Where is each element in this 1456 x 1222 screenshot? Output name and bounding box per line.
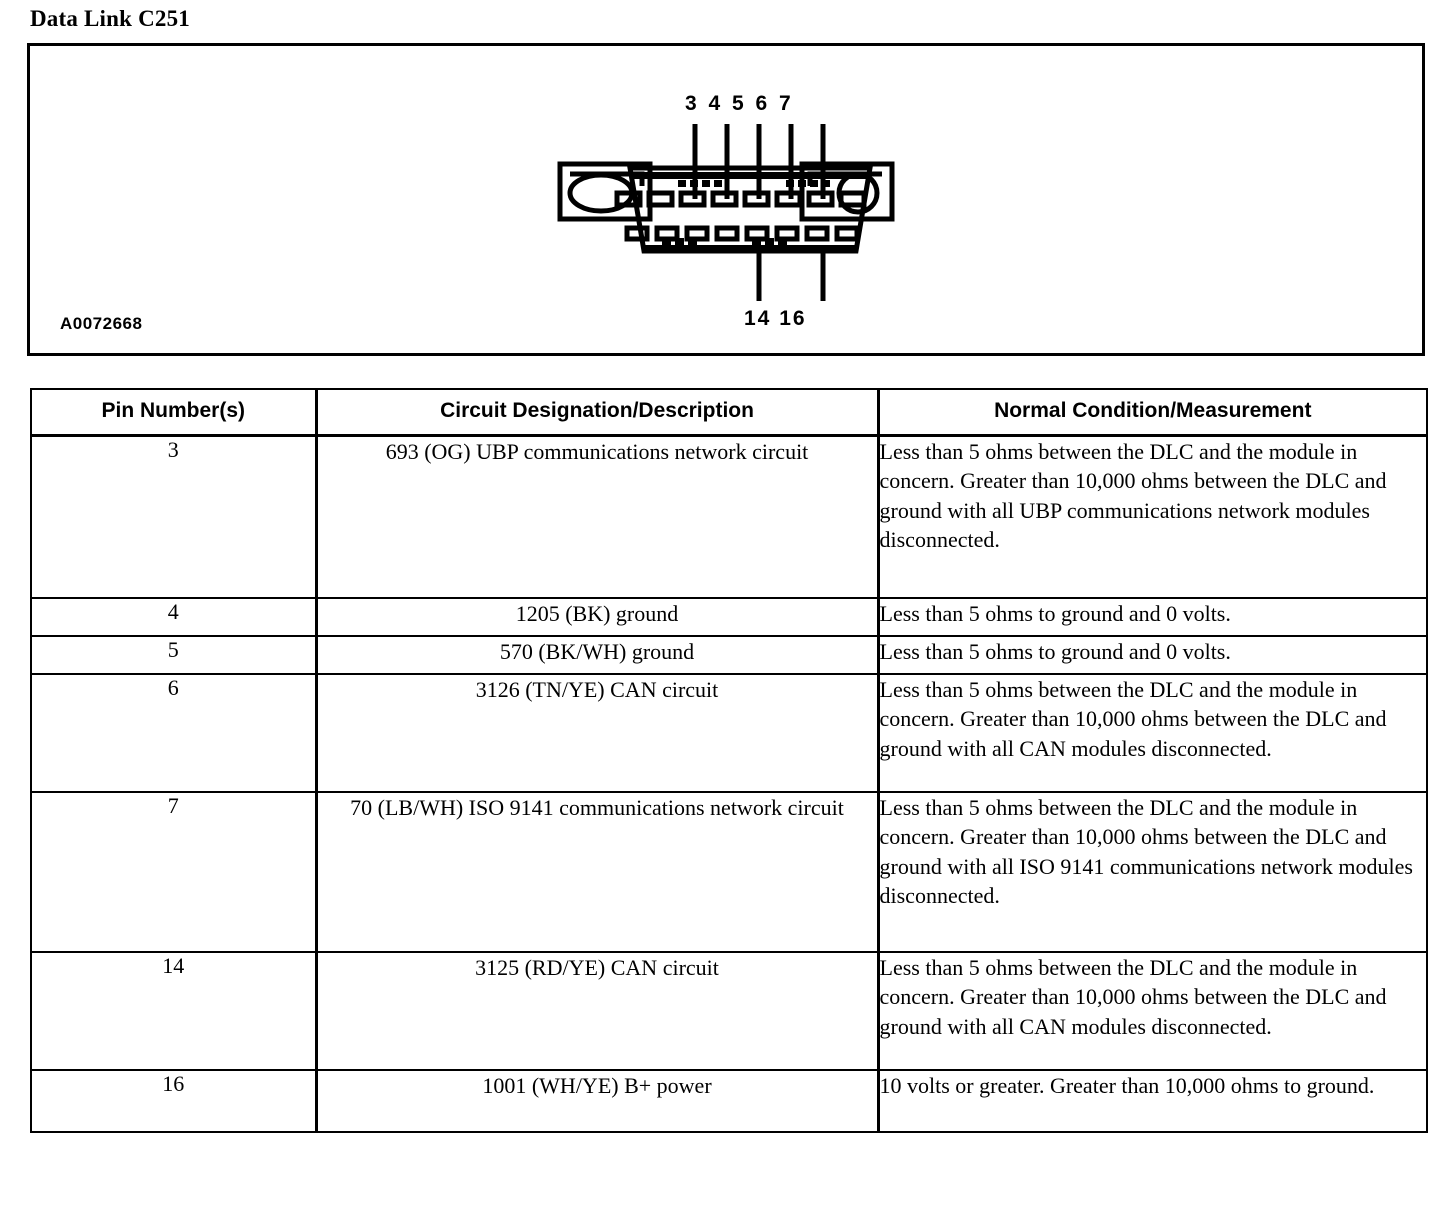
pin-specification-table: Pin Number(s) Circuit Designation/Descri… [30,388,1428,1133]
cell-circuit-description: 1001 (WH/YE) B+ power [315,1069,880,1133]
connector-bottom-pin-row [624,225,860,242]
table-header-row: Pin Number(s) Circuit Designation/Descri… [30,388,1428,437]
column-header-normal-condition: Normal Condition/Measurement [877,388,1428,437]
cell-pin-number: 4 [30,597,318,637]
connector-top-pin-row-extra [614,190,643,208]
cell-circuit-description: 70 (LB/WH) ISO 9141 communications netwo… [315,791,880,953]
cell-pin-number: 6 [30,673,318,793]
cell-normal-condition: Less than 5 ohms to ground and 0 volts. [877,597,1428,637]
cell-pin-number: 16 [30,1069,318,1133]
cell-normal-condition: Less than 5 ohms to ground and 0 volts. [877,635,1428,675]
top-pin-callout-labels: 3 4 5 6 7 [685,92,794,115]
cell-normal-condition: Less than 5 ohms between the DLC and the… [877,791,1428,953]
figure-id-label: A0072668 [60,314,143,333]
cell-normal-condition: Less than 5 ohms between the DLC and the… [877,434,1428,599]
cell-normal-condition: 10 volts or greater. Greater than 10,000… [877,1069,1428,1133]
data-link-connector-drawing [557,124,895,301]
column-header-pin-number: Pin Number(s) [30,388,318,437]
cell-circuit-description: 3126 (TN/YE) CAN circuit [315,673,880,793]
connector-top-band [634,172,866,187]
table-row: 4 1205 (BK) ground Less than 5 ohms to g… [30,597,1428,637]
table-row: 5 570 (BK/WH) ground Less than 5 ohms to… [30,635,1428,675]
table-row: 14 3125 (RD/YE) CAN circuit Less than 5 … [30,951,1428,1071]
cell-pin-number: 7 [30,791,318,953]
connector-figure-box: 3 4 5 6 7 14 16 [27,43,1425,356]
table-row: 3 693 (OG) UBP communications network ci… [30,434,1428,599]
cell-circuit-description: 3125 (RD/YE) CAN circuit [315,951,880,1071]
cell-circuit-description: 1205 (BK) ground [315,597,880,637]
table-row: 16 1001 (WH/YE) B+ power 10 volts or gre… [30,1069,1428,1133]
bottom-pin-callout-labels: 14 16 [744,307,807,330]
cell-normal-condition: Less than 5 ohms between the DLC and the… [877,673,1428,793]
table-row: 7 70 (LB/WH) ISO 9141 communications net… [30,791,1428,953]
column-header-circuit-designation: Circuit Designation/Description [315,388,880,437]
table-row: 6 3126 (TN/YE) CAN circuit Less than 5 o… [30,673,1428,793]
connector-bottom-band [644,238,856,252]
page-title: Data Link C251 [30,6,190,31]
cell-circuit-description: 693 (OG) UBP communications network circ… [315,434,880,599]
cell-circuit-description: 570 (BK/WH) ground [315,635,880,675]
cell-pin-number: 3 [30,434,318,599]
connector-top-pin-row [646,190,867,208]
bottom-leader-lines [756,253,826,301]
cell-pin-number: 14 [30,951,318,1071]
cell-pin-number: 5 [30,635,318,675]
cell-normal-condition: Less than 5 ohms between the DLC and the… [877,951,1428,1071]
